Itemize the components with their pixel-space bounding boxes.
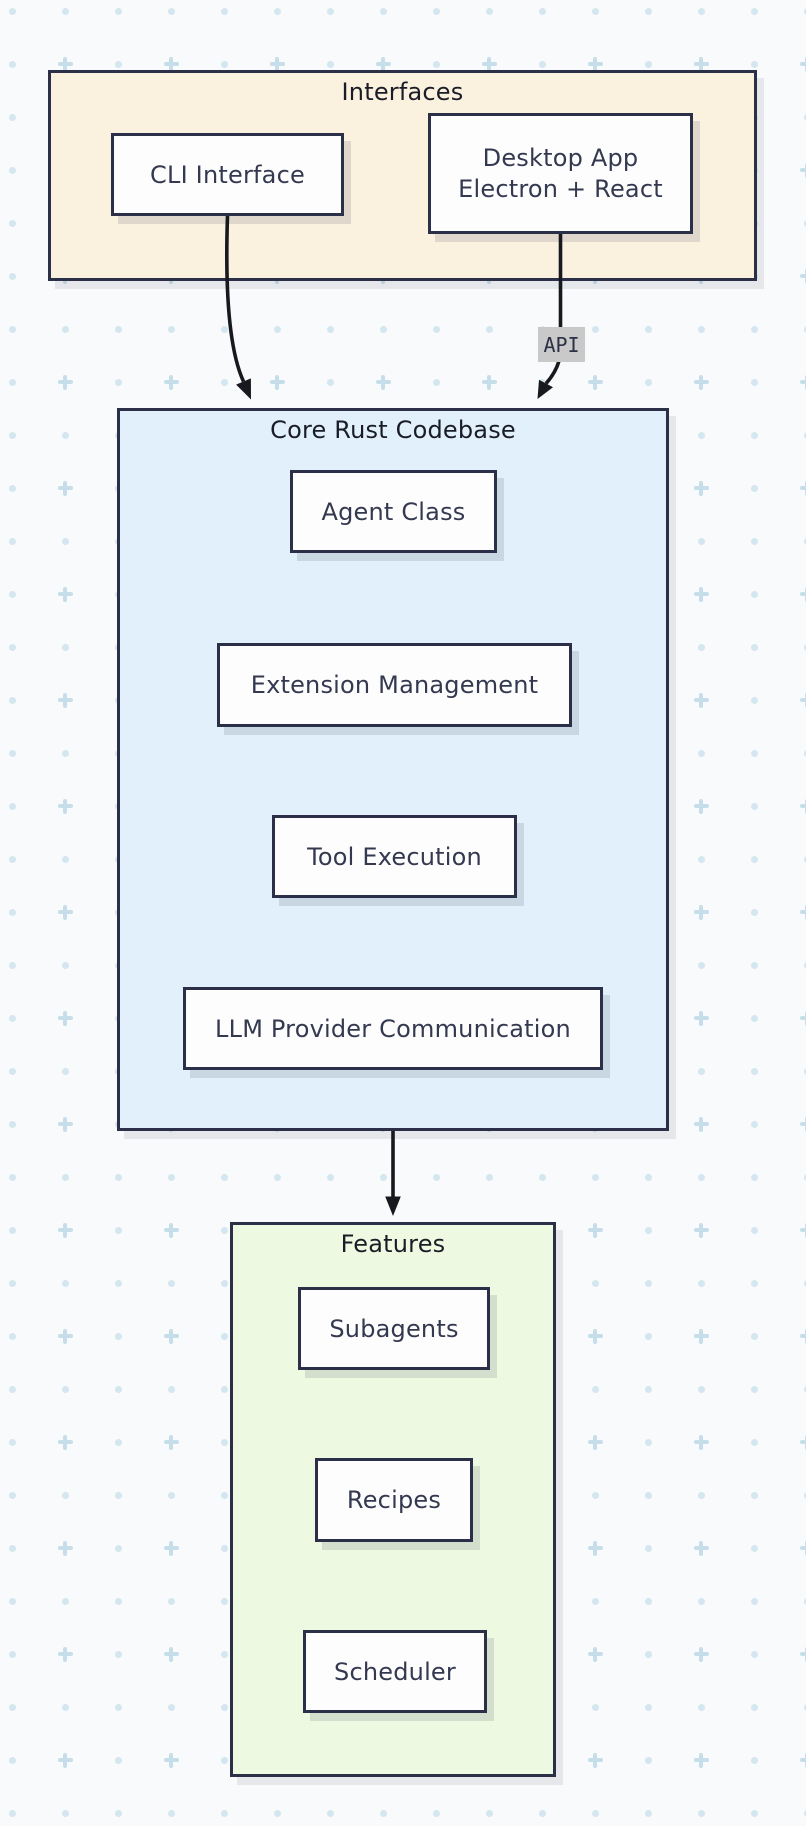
node-label-line2: Electron + React <box>458 174 663 203</box>
group-title-core-rust-codebase: Core Rust Codebase <box>270 416 516 444</box>
node-agent-class: Agent Class <box>290 470 497 553</box>
node-desktop-app: Desktop App Electron + React <box>428 113 693 234</box>
node-recipes: Recipes <box>315 1458 473 1542</box>
node-scheduler: Scheduler <box>303 1630 487 1713</box>
node-tool-execution: Tool Execution <box>272 815 517 898</box>
node-label: LLM Provider Communication <box>215 1014 571 1043</box>
node-label: Recipes <box>346 1486 442 1514</box>
node-label-line1: Desktop App <box>482 143 639 172</box>
node-label: Scheduler <box>334 1657 456 1686</box>
node-label: Agent Class <box>321 497 466 526</box>
node-label: Extension Management <box>250 671 539 699</box>
node-extension-management: Extension Management <box>217 643 572 727</box>
node-label: Subagents <box>329 1314 459 1343</box>
node-label: Tool Execution <box>307 842 482 871</box>
edge-label-api: API <box>538 327 585 362</box>
node-label: Desktop App Electron + React <box>458 143 663 205</box>
node-llm-provider-communication: LLM Provider Communication <box>183 987 603 1070</box>
node-subagents: Subagents <box>298 1287 490 1370</box>
node-label: CLI Interface <box>150 160 305 189</box>
node-cli-interface: CLI Interface <box>111 133 344 216</box>
group-title-features: Features <box>340 1230 446 1258</box>
group-title-interfaces: Interfaces <box>341 78 464 106</box>
